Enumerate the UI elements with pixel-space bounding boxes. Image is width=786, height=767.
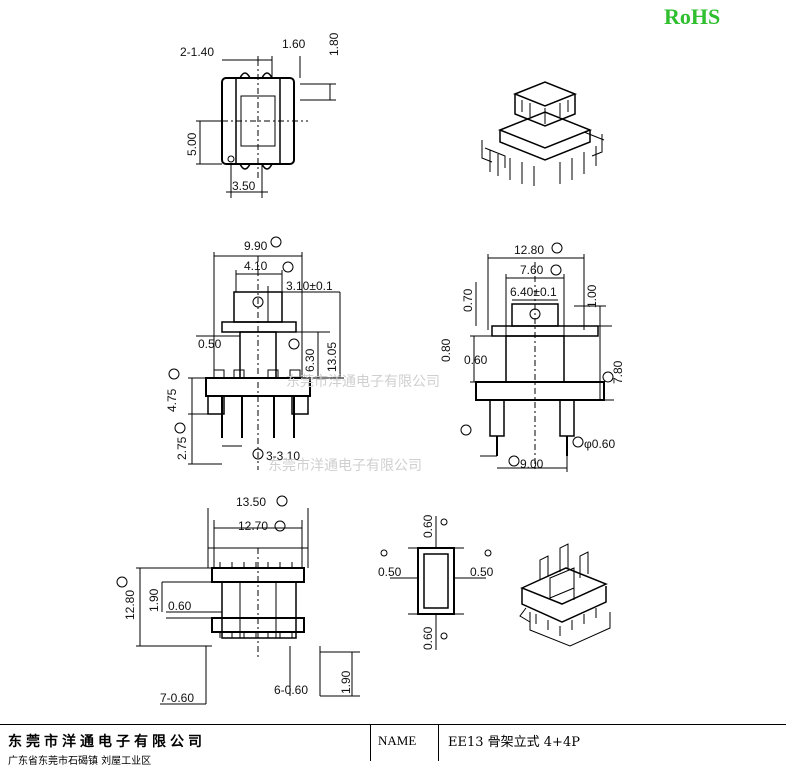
- part-name: EE13 骨架立式 4+4P: [448, 735, 580, 750]
- dim-front-630: 6.30: [303, 348, 317, 372]
- dim-side-900: 9.00: [520, 457, 544, 471]
- dim-front-pins: 3-3.10: [266, 449, 300, 463]
- dim-front-310: 3.10±0.1: [286, 279, 333, 293]
- reference-markers: [116, 236, 614, 588]
- top-view: [196, 56, 336, 198]
- front-view: [188, 252, 344, 470]
- dim-side-1280: 12.80: [514, 243, 544, 257]
- bottom-view: [136, 508, 360, 705]
- dim-side-pin: φ0.60: [584, 437, 615, 451]
- rohs-mark: RoHS: [664, 4, 721, 29]
- iso-view-upper: [481, 81, 605, 186]
- dim-top-5: 5.00: [185, 132, 199, 156]
- title-block-divider: [370, 725, 371, 761]
- dim-bottom-060: 0.60: [168, 599, 192, 613]
- dim-side-640: 6.40±0.1: [510, 285, 557, 299]
- dim-side-060: 0.60: [464, 353, 488, 367]
- dim-bottom-1270: 12.70: [238, 519, 268, 533]
- dim-front-410: 4.10: [244, 259, 268, 273]
- dim-front-275: 2.75: [175, 436, 189, 460]
- dim-side-780: 7.80: [611, 360, 625, 384]
- dim-front-990: 9.90: [244, 239, 268, 253]
- dim-side-760: 7.60: [520, 263, 544, 277]
- title-block-divider: [438, 725, 439, 761]
- dim-bottom-6060: 6-0.60: [274, 683, 308, 697]
- dim-bottom-190: 1.90: [147, 588, 161, 612]
- dim-front-1305: 13.05: [325, 342, 339, 372]
- dim-top-350: 3.50: [232, 179, 256, 193]
- dim-front-475: 4.75: [165, 388, 179, 412]
- side-view: [470, 254, 614, 472]
- company-name: 东莞市洋通电子有限公司: [8, 734, 206, 750]
- technical-drawing: 2-1.40 1.60 1.80 5.00 3.50 9.90 4.10 3.1…: [116, 32, 625, 705]
- dim-section-060-bottom: 0.60: [421, 626, 435, 650]
- dim-bottom-1280: 12.80: [123, 590, 137, 620]
- dim-bottom-7060: 7-0.60: [160, 691, 194, 705]
- dim-side-080: 0.80: [439, 338, 453, 362]
- name-label: NAME: [378, 733, 417, 748]
- dim-section-050-right: 0.50: [470, 565, 494, 579]
- dim-front-050: 0.50: [198, 337, 222, 351]
- dim-side-100: 1.00: [585, 284, 599, 308]
- dim-section-050-left: 0.50: [378, 565, 402, 579]
- dim-side-070: 0.70: [461, 288, 475, 312]
- iso-view-lower: [519, 543, 611, 647]
- title-block: 东莞市洋通电子有限公司 广东省东莞市石碣镇 刘屋工业区 NAME EE13 骨架…: [0, 724, 786, 767]
- dim-top-pitch: 2-1.40: [180, 45, 214, 59]
- dim-top-width: 1.60: [282, 37, 306, 51]
- dim-bottom-1350: 13.50: [236, 495, 266, 509]
- dim-top-height: 1.80: [327, 32, 341, 56]
- watermark-2: 东莞市洋通电子有限公司: [268, 457, 422, 474]
- dim-section-060-top: 0.60: [421, 514, 435, 538]
- watermark-1: 东莞市洋通电子有限公司: [286, 373, 440, 390]
- section-view: [380, 516, 492, 650]
- dim-bottom-190b: 1.90: [339, 670, 353, 694]
